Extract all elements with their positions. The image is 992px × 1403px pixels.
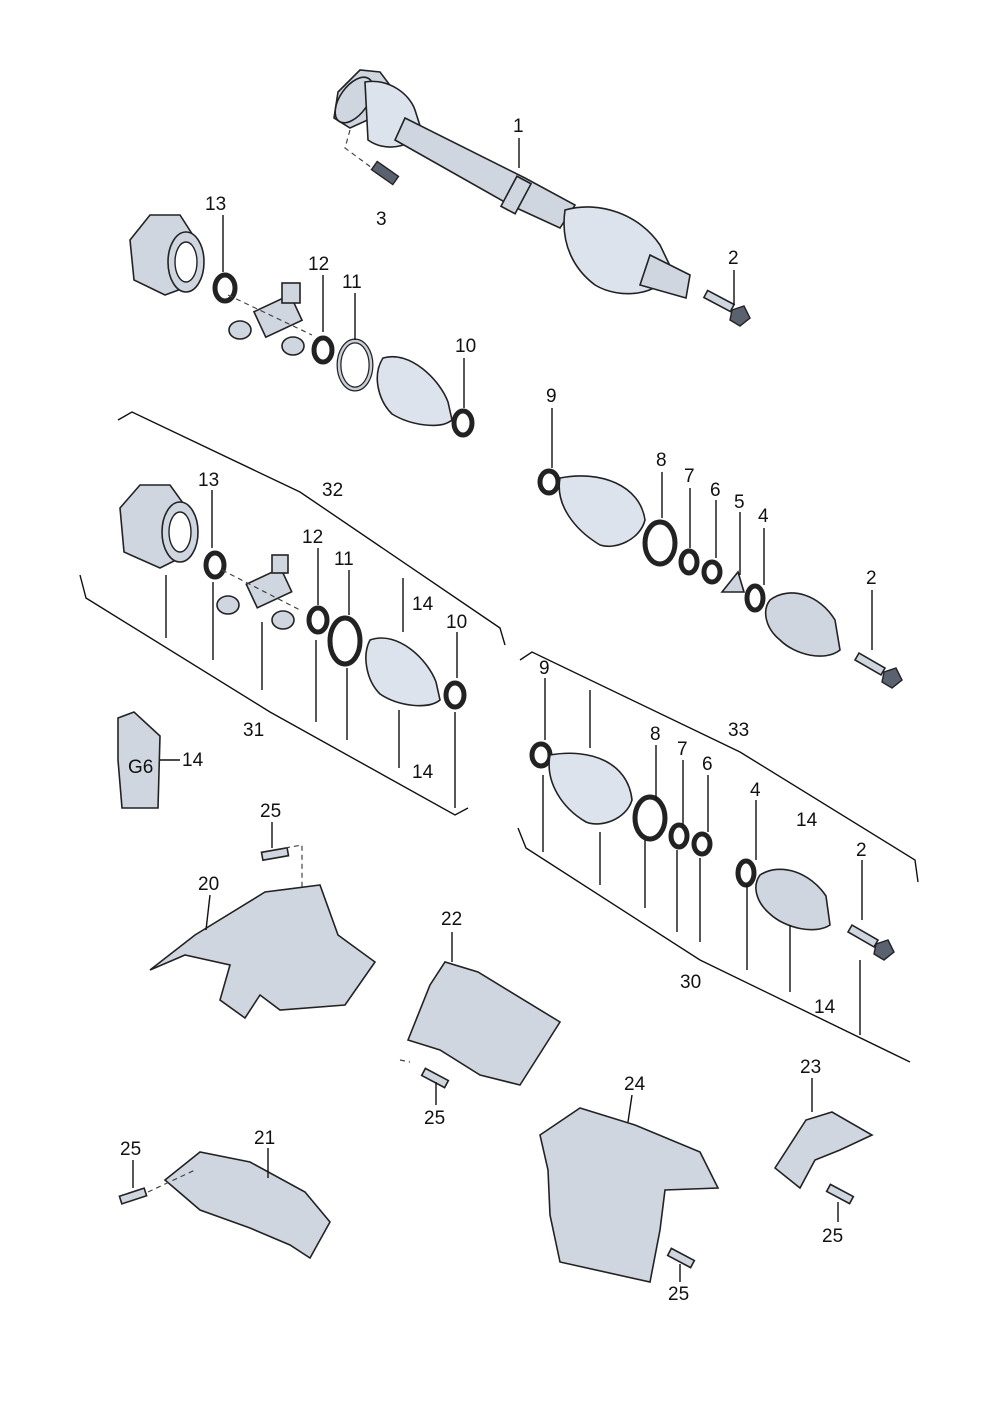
circlip-12-kit32 [306,605,330,635]
screw-25-a [260,844,303,890]
callout-1: 1 [513,116,524,137]
callout-5: 5 [734,492,745,513]
heat-shield-23 [773,1111,874,1190]
boot-kit32 [365,637,441,707]
callout-25: 25 [424,1108,445,1129]
callout-31: 31 [243,720,264,741]
clamp-11-top [336,338,374,392]
callout-14: 14 [182,750,204,771]
callout-2: 2 [866,568,877,589]
outer-joint-top [764,592,841,657]
cone-5 [720,570,746,593]
callout-12: 12 [302,527,323,548]
callout-25: 25 [668,1284,689,1305]
boot-top-right [558,475,646,547]
screw-25-e [825,1183,855,1205]
callout-13: 13 [205,194,226,215]
callout-12: 12 [308,254,329,275]
ring-6-kit33 [691,831,713,857]
clamp-9-kit33 [529,741,553,769]
circlip-13-top [212,272,238,304]
kit-33-bracket [519,651,919,883]
bolt-2-bottom [846,923,895,961]
callout-21: 21 [254,1128,275,1149]
callout-14: 14 [412,762,434,783]
heat-shield-24 [539,1107,720,1283]
leader-lines [132,138,873,1282]
clamp-11-kit32 [327,615,363,667]
kit-32-bracket [117,411,506,646]
callout-4: 4 [750,780,761,801]
callout-25: 25 [260,801,281,822]
clamp-9-top [537,468,561,496]
heat-shield-21 [163,1151,331,1260]
callout-6: 6 [710,480,721,501]
ring-7-kit33 [668,822,690,850]
ring-6-top [701,559,723,585]
callout-22: 22 [441,909,462,930]
callout-7: 7 [684,466,695,487]
inner-flange-13-top [129,214,205,296]
screw-25-b [399,1059,450,1089]
tripod-joint-top [227,282,313,356]
callout-4: 4 [758,506,769,527]
callout-9: 9 [539,658,550,679]
bolt-2-mid [853,651,903,689]
ring-7-top [678,548,700,576]
callout-30: 30 [680,972,701,993]
clamp-10-kit32 [443,680,467,710]
callout-10: 10 [455,336,476,357]
callout-14: 14 [814,997,836,1018]
callout-10: 10 [446,612,467,633]
callout-32: 32 [322,480,343,501]
callout-25: 25 [822,1226,843,1247]
inner-flange-13-kit32 [119,484,199,569]
bolt-2-top [702,289,751,327]
boot-top-left [376,355,453,427]
callout-33: 33 [728,720,749,741]
circlip-4-kit33 [735,858,757,888]
screw-25-d [666,1247,696,1269]
callout-11: 11 [334,549,354,570]
callout-20: 20 [198,874,219,895]
callout-2: 2 [728,248,739,269]
callout-6: 6 [702,754,713,775]
callout-9: 9 [546,386,557,407]
grease-tube-label: G6 [128,757,153,778]
heat-shield-22 [406,961,562,1086]
callout-11: 11 [342,272,362,293]
bolt-3 [344,129,400,186]
screw-25-c [118,1169,196,1205]
callout-8: 8 [650,724,661,745]
callout-24: 24 [624,1074,646,1095]
circlip-13-kit32 [203,550,227,580]
circlip-4-top [744,583,766,613]
callout-2: 2 [856,840,867,861]
outer-joint-kit33 [755,868,831,931]
callout-3: 3 [376,209,387,230]
callout-7: 7 [677,739,688,760]
callout-14: 14 [796,810,818,831]
heat-shield-20 [149,884,377,1020]
clamp-8-kit33 [632,794,668,842]
callout-23: 23 [800,1057,821,1078]
boot-kit33 [548,752,633,825]
clamp-10-top [451,408,475,438]
callout-14: 14 [412,594,434,615]
callout-13: 13 [198,470,219,491]
drive-shaft-assembly [333,69,691,300]
callout-8: 8 [656,450,667,471]
circlip-12-top [311,335,335,365]
callout-25: 25 [120,1139,141,1160]
clamp-8-top [642,519,678,567]
callout-labels: 1 2 3 13 12 11 10 9 8 7 6 5 4 2 32 13 12… [120,116,877,1305]
grease-tube: G6 [117,711,161,809]
tripod-joint-kit32 [216,554,301,630]
